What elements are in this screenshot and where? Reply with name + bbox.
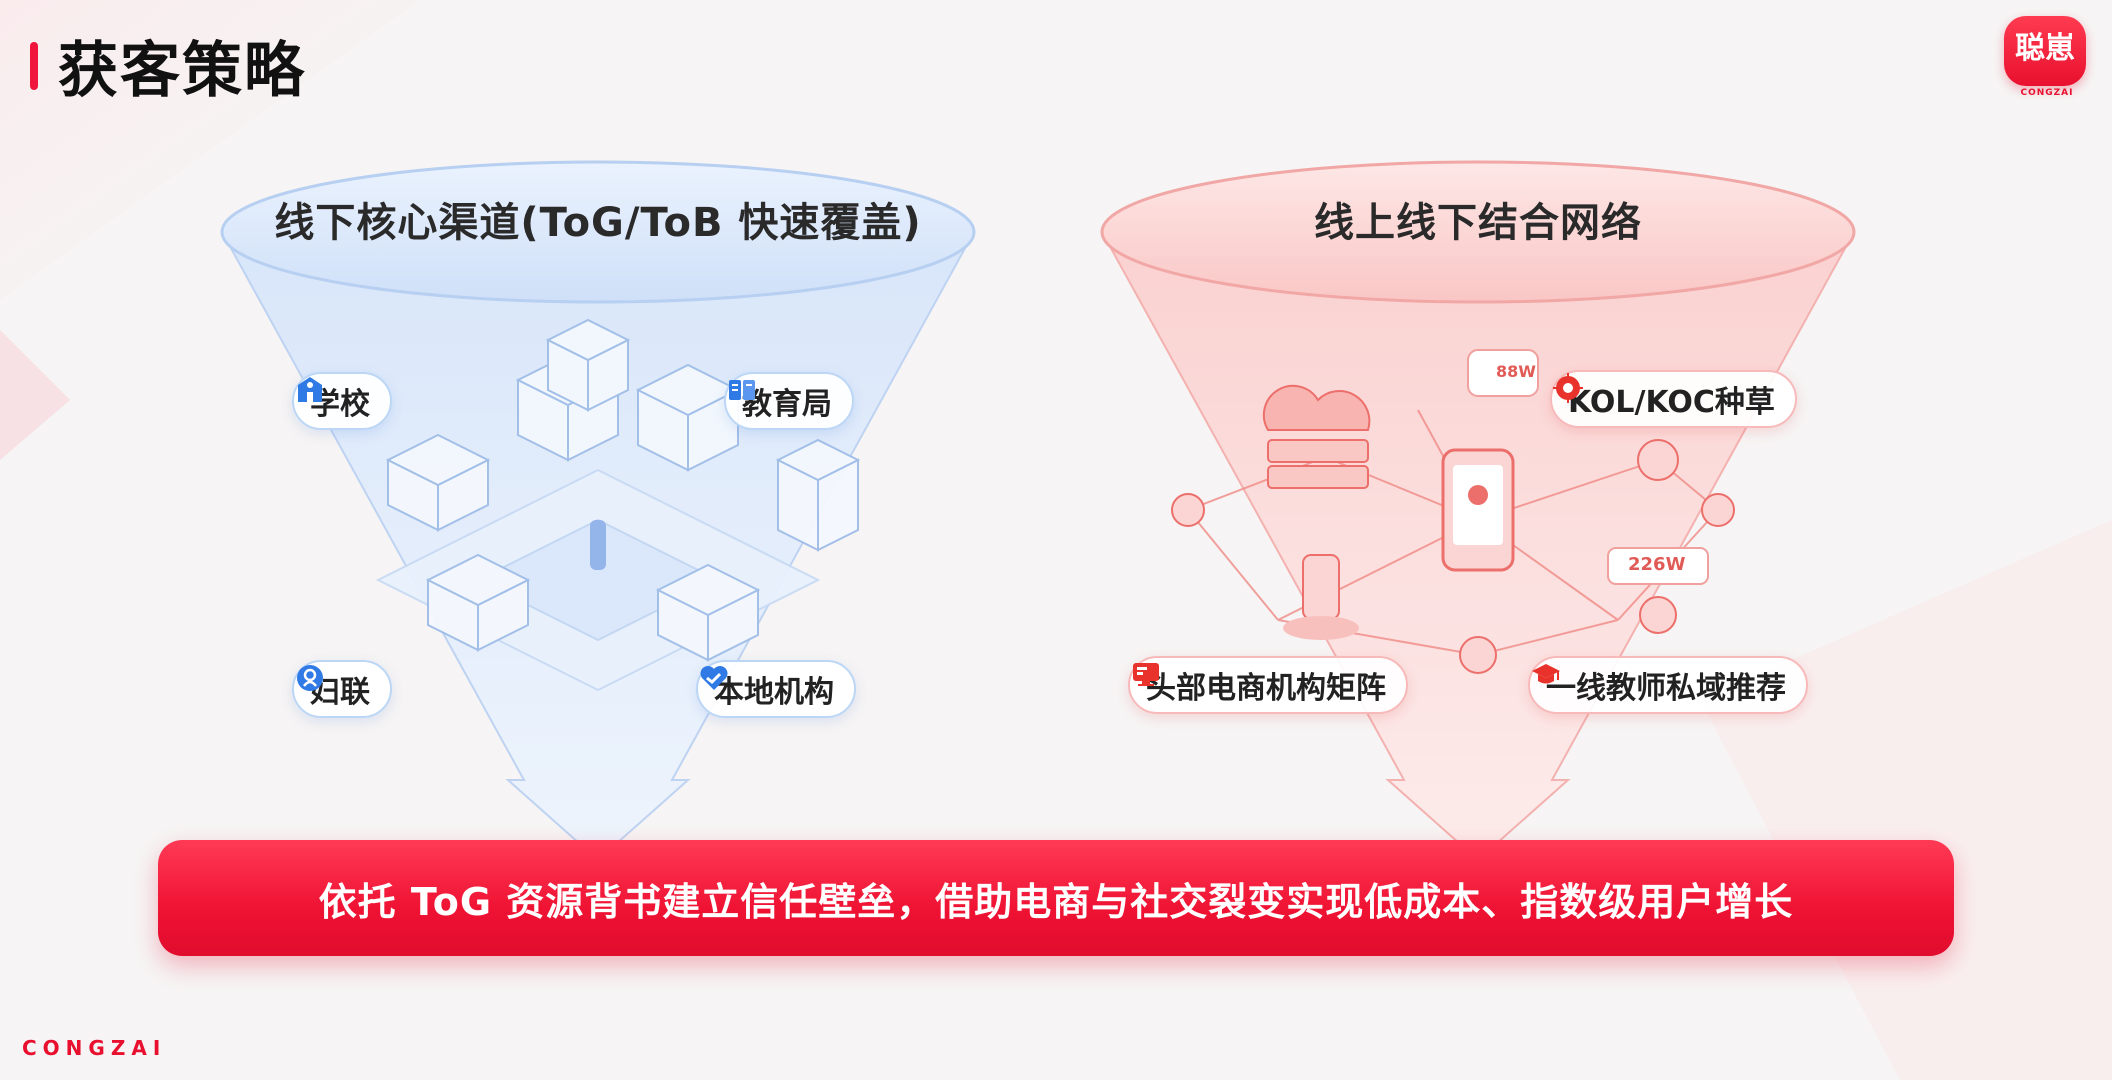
womens-federation-icon [297, 665, 323, 691]
offline-funnel-title: 线下核心渠道(ToG/ToB 快速覆盖) [274, 200, 922, 246]
page-title: 获客策略 [58, 36, 306, 106]
footer-brand: CONGZAI [22, 1036, 167, 1060]
summary-banner: 依托 ToG 资源背书建立信任壁垒，借助电商与社交裂变实现低成本、指数级用户增长 [158, 840, 1954, 956]
offline-funnel: 线下核心渠道(ToG/ToB 快速覆盖) 学校 教育局 妇联 本地机构 [218, 160, 978, 860]
chip-ecommerce-matrix: 头部电商机构矩阵 [1128, 656, 1408, 714]
heart-handshake-icon [700, 666, 728, 690]
chip-teacher-referral-label: 一线教师私域推荐 [1546, 671, 1786, 706]
chip-education-bureau: 教育局 [724, 372, 854, 430]
chip-school: 学校 [292, 372, 392, 430]
chip-kol-koc-label: KOL/KOC种草 [1568, 385, 1775, 420]
chip-local-institutions: 本地机构 [696, 660, 856, 718]
chip-local-institutions-label: 本地机构 [714, 675, 834, 710]
online-offline-funnel-graphic [1100, 160, 1856, 860]
chip-ecommerce-matrix-label: 头部电商机构矩阵 [1146, 671, 1386, 706]
offline-funnel-graphic [220, 160, 976, 860]
stat-label-88w: 88W [1496, 362, 1536, 381]
school-icon [298, 377, 322, 402]
ecommerce-screen-icon [1133, 663, 1159, 686]
online-offline-funnel-title: 线上线下结合网络 [1314, 200, 1642, 246]
logo-mark: 聪崽 [2004, 16, 2086, 86]
online-offline-funnel: 线上线下结合网络 226W 88W KOL/KOC种草 头部电商机构矩阵 一线教… [1098, 160, 1858, 860]
chip-education-bureau-label: 教育局 [742, 387, 832, 422]
logo-subtitle: CONGZAI [2020, 88, 2074, 98]
page-header: 获客策略 [30, 22, 306, 109]
chip-womens-federation: 妇联 [292, 660, 392, 718]
title-accent-bar [30, 41, 38, 90]
education-bureau-icon [729, 380, 755, 400]
summary-banner-text: 依托 ToG 资源背书建立信任壁垒，借助电商与社交裂变实现低成本、指数级用户增长 [318, 879, 1794, 924]
target-icon [1553, 373, 1583, 403]
graduation-cap-icon [1532, 664, 1560, 684]
stat-label-226w: 226W [1628, 554, 1686, 575]
chip-kol-koc: KOL/KOC种草 [1550, 370, 1797, 428]
brand-logo: 聪崽 CONGZAI [2004, 16, 2090, 102]
chip-teacher-referral: 一线教师私域推荐 [1528, 656, 1808, 714]
